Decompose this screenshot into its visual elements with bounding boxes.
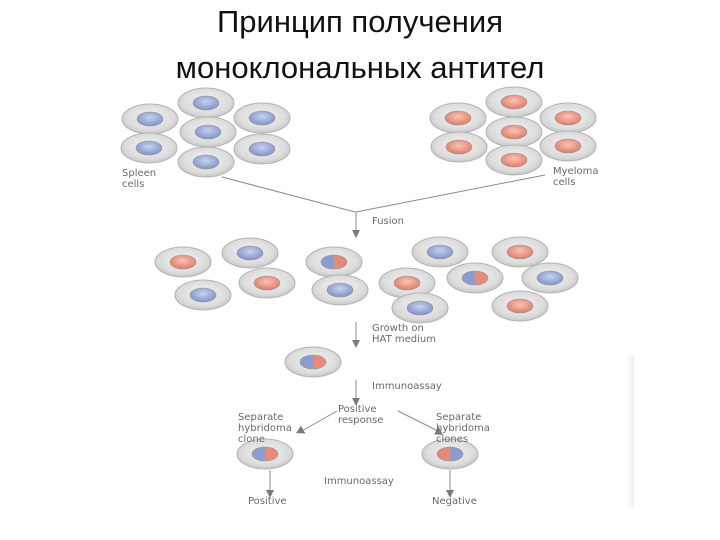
cell-nucleus — [445, 139, 473, 155]
left-branch-arrow-icon — [296, 425, 306, 434]
spleen-cell — [121, 103, 179, 135]
negative-label: Negative — [432, 496, 477, 507]
spleen-cell — [233, 133, 291, 165]
spleen-cell — [311, 274, 369, 306]
separate-left-label-2: hybridoma — [238, 423, 292, 434]
cell-nucleus — [554, 110, 582, 126]
spleen-cell — [177, 87, 235, 119]
myeloma-cell — [539, 130, 597, 162]
cell-nucleus — [506, 298, 534, 314]
myeloma-to-fusion-line — [355, 174, 546, 213]
spleen-cell — [120, 132, 178, 164]
hybridoma-cell — [284, 346, 342, 378]
cell-nucleus — [320, 254, 348, 270]
immunoassay-label-1: Immunoassay — [372, 381, 442, 392]
positive-response-label-2: response — [338, 415, 383, 426]
myeloma-cell — [491, 236, 549, 268]
positive-response-label-1: Positive — [338, 404, 377, 415]
spleen-cell — [177, 146, 235, 178]
cell-nucleus — [500, 94, 528, 110]
spleen-cell — [391, 292, 449, 324]
cell-nucleus — [554, 138, 582, 154]
cell-nucleus — [194, 124, 222, 140]
cell-nucleus — [406, 300, 434, 316]
connector-lines — [221, 174, 546, 492]
immunoassay-arrow-icon — [352, 398, 360, 406]
right-branch-arrow-icon — [434, 426, 443, 435]
myeloma-cell — [485, 86, 543, 118]
myeloma-cell — [238, 267, 296, 299]
left-branch-line — [299, 410, 338, 433]
right-branch-line — [397, 410, 441, 433]
cell-nucleus — [135, 140, 163, 156]
fusion-arrow-icon — [352, 230, 360, 238]
spleen-cell — [221, 237, 279, 269]
cell-nucleus — [500, 152, 528, 168]
growth-label-1: Growth on — [372, 323, 424, 334]
title-line-2: моноклональных антител — [175, 50, 545, 85]
cell-nucleus — [506, 244, 534, 260]
cell-nucleus — [248, 110, 276, 126]
cell-nucleus — [192, 154, 220, 170]
hybridoma-cell — [446, 262, 504, 294]
cell-nucleus — [251, 446, 279, 462]
spleen-cell — [174, 279, 232, 311]
myeloma-cell — [491, 290, 549, 322]
cell-nucleus — [189, 287, 217, 303]
hybridoma-cell — [421, 438, 479, 470]
cell-nucleus — [444, 110, 472, 126]
cell-nucleus — [426, 244, 454, 260]
title-line-1: Принцип получения — [217, 4, 503, 39]
immunoassay-label-2: Immunoassay — [324, 476, 394, 487]
cell-nucleus — [461, 270, 489, 286]
separate-right-label-3: clones — [436, 434, 468, 445]
hybridoma-cell — [305, 246, 363, 278]
growth-arrow-icon — [352, 340, 360, 348]
separate-left-label-3: clone — [238, 434, 265, 445]
myeloma-cell — [485, 144, 543, 176]
spleen-cell — [233, 102, 291, 134]
myeloma-label-2: cells — [553, 177, 575, 188]
fusion-label: Fusion — [372, 216, 404, 227]
cell-nucleus — [393, 275, 421, 291]
spleen-cell — [411, 236, 469, 268]
spleen-cell — [521, 262, 579, 294]
cell-nucleus — [536, 270, 564, 286]
cell-nucleus — [436, 446, 464, 462]
separate-right-label-2: hybridoma — [436, 423, 490, 434]
cell-nucleus — [253, 275, 281, 291]
cell-nucleus — [236, 245, 264, 261]
separate-right-label-1: Separate — [436, 412, 481, 423]
negative-arrow-icon — [446, 490, 454, 498]
myeloma-cell — [485, 116, 543, 148]
cell-nucleus — [169, 254, 197, 270]
cell-nucleus — [326, 282, 354, 298]
cell-nucleus — [136, 111, 164, 127]
cell-nucleus — [500, 124, 528, 140]
growth-label-2: HAT medium — [372, 334, 436, 345]
myeloma-label-1: Myeloma — [553, 166, 598, 177]
spleen-to-fusion-line — [221, 176, 356, 213]
myeloma-cell — [430, 131, 488, 163]
cell-nucleus — [248, 141, 276, 157]
hybridoma-cell — [236, 438, 294, 470]
cell-group — [120, 86, 597, 470]
spleen-label-1: Spleen — [122, 168, 156, 179]
positive-arrow-icon — [266, 490, 274, 498]
page-edge-shadow — [626, 355, 634, 507]
spleen-label-2: cells — [122, 179, 144, 190]
arrow-heads — [266, 230, 454, 498]
positive-label: Positive — [248, 496, 287, 507]
myeloma-cell — [539, 102, 597, 134]
cell-nucleus — [299, 354, 327, 370]
myeloma-cell — [154, 246, 212, 278]
separate-left-label-1: Separate — [238, 412, 283, 423]
cell-nucleus — [192, 95, 220, 111]
spleen-cell — [179, 116, 237, 148]
myeloma-cell — [429, 102, 487, 134]
